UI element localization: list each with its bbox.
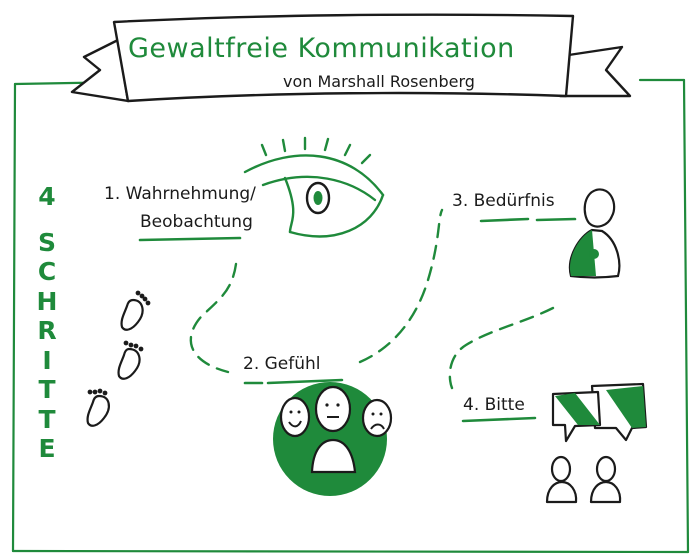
vertical-number: 4	[38, 182, 56, 211]
footprint-icon	[86, 290, 151, 427]
banner-ribbon-icon	[70, 13, 632, 103]
step-2-label: 2. Gefühl	[243, 354, 321, 374]
speech-bubbles-icon	[551, 382, 648, 443]
step-1-label-line2: Beobachtung	[140, 212, 253, 232]
vertical-letter: S	[37, 227, 56, 257]
diagram-title: Gewaltfreie Kommunikation	[128, 33, 515, 64]
dashed-path	[189, 208, 555, 390]
vertical-letter: R	[37, 316, 57, 345]
person-heart-icon	[568, 188, 621, 279]
step-3-label: 3. Bedürfnis	[452, 191, 555, 211]
vertical-letter: T	[38, 404, 56, 434]
step-underlines	[138, 217, 577, 423]
diagram-subtitle: von Marshall Rosenberg	[283, 72, 475, 91]
faces-group-icon	[273, 382, 393, 496]
vertical-letter: H	[36, 286, 58, 316]
step-1-label: 1. Wahrnehmung/	[104, 184, 256, 204]
eye-icon	[243, 136, 385, 238]
vertical-letter: C	[37, 257, 57, 286]
step-4-label: 4. Bitte	[463, 395, 525, 415]
vertical-letter: T	[38, 375, 56, 404]
two-persons-icon	[545, 455, 622, 504]
vertical-letter: E	[38, 434, 56, 463]
vertical-label-4-schritte: 4 S C H R I T T E	[33, 182, 61, 464]
vertical-letter: I	[42, 345, 52, 375]
